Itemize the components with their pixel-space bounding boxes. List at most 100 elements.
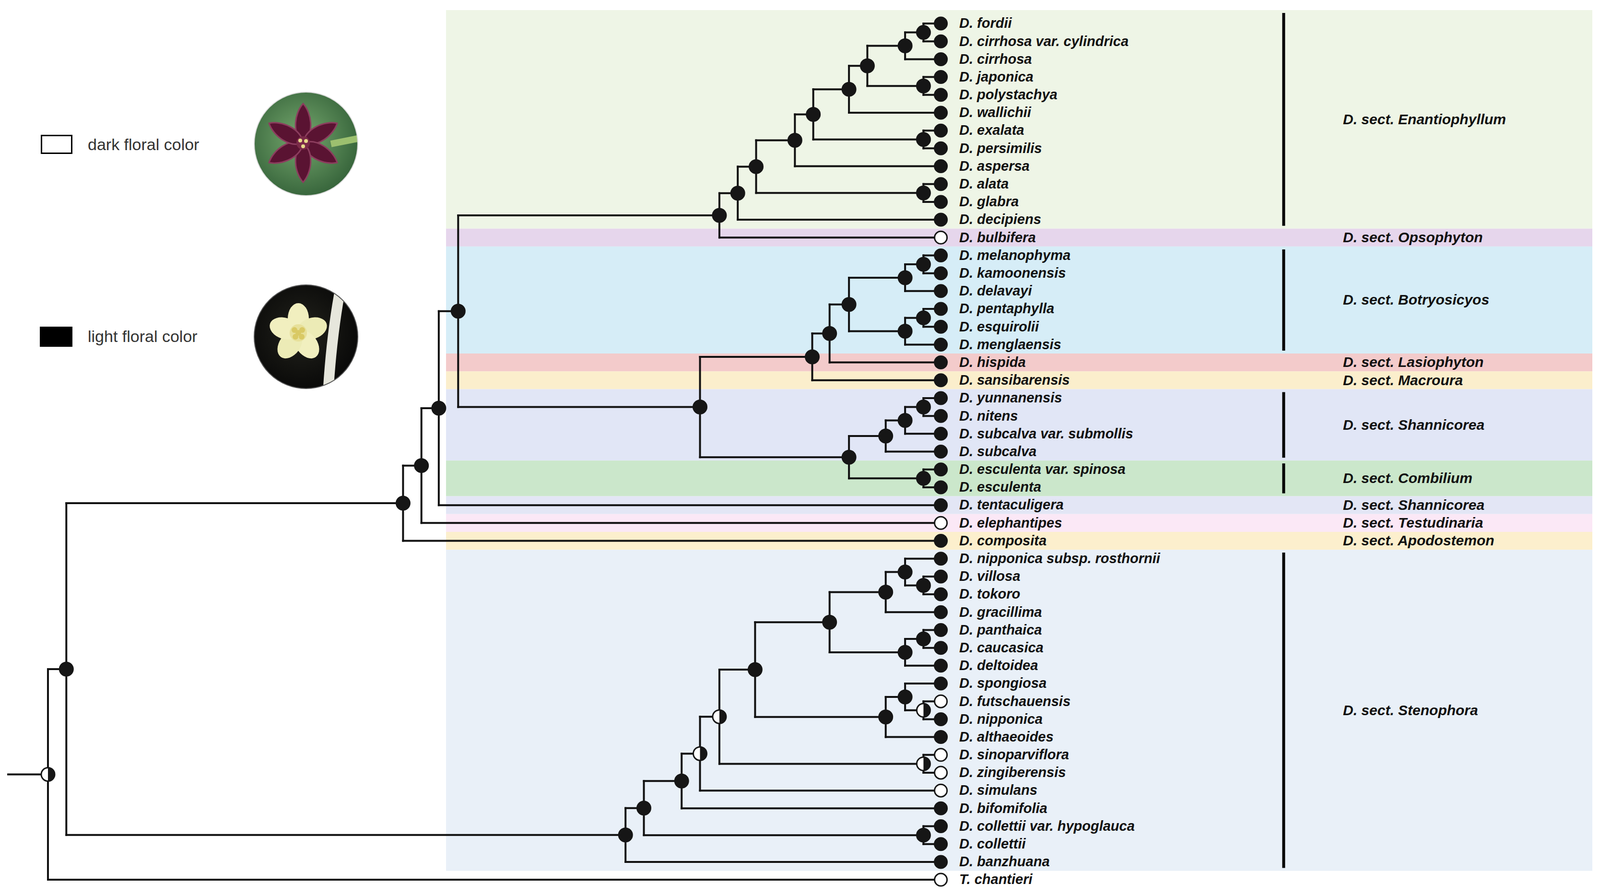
section-band: D. sansibarensisD. sect. Macroura [446,371,1593,389]
state-dot [898,324,912,339]
state-dot [934,284,948,298]
state-dot-circle [934,659,948,672]
state-dot-circle [934,70,948,84]
tree-branch [700,355,813,358]
state-dot [934,445,948,459]
state-dot [934,106,948,119]
state-dot [396,496,410,510]
state-dot-circle [934,88,948,102]
state-dot-circle [934,801,948,815]
state-dot [934,409,948,423]
state-dot [934,837,948,851]
tree-branch [848,477,924,480]
tree-branch [848,276,906,279]
species-label: D. simulans [959,782,1038,799]
species-label: D. nitens [959,408,1018,424]
state-dot-half [923,703,930,718]
section-bracket [1282,391,1285,458]
state-dot [674,774,689,788]
state-dot-circle [934,195,948,209]
state-dot [934,17,948,30]
state-dot-circle [934,463,948,476]
species-label: D. esquirolii [959,318,1039,335]
state-dot [934,873,948,886]
species-label: D. glabra [959,193,1019,210]
state-dot-circle [934,106,948,119]
state-dot [693,746,707,761]
species-label: D. tokoro [959,586,1021,602]
state-dot [934,70,948,84]
section-bracket [1282,249,1285,351]
section-label: D. sect. Stenophora [1342,702,1479,719]
state-dot-circle [636,801,651,815]
section-bracket [1282,12,1285,226]
state-dot [41,767,55,782]
tree-branch [458,214,720,217]
species-label: D. yunnanensis [959,389,1062,406]
state-dot-circle [934,552,948,565]
state-dot [879,585,893,599]
state-dot [934,481,948,494]
species-label: D. sinoparviflora [959,746,1070,763]
state-dot [898,645,912,659]
state-dot-circle [41,767,55,782]
state-dot-half [47,767,55,782]
species-label: D. polystachya [959,86,1058,103]
state-dot-circle [805,350,820,364]
species-label: D. wallichii [959,104,1032,121]
state-dot-circle [934,855,948,869]
state-dot-circle [823,326,837,341]
state-dot [898,413,912,427]
state-dot-circle [934,694,948,708]
state-dot-circle [674,774,689,788]
state-dot-circle [934,52,948,66]
species-label: D. bulbifera [959,229,1036,246]
state-dot-circle [934,427,948,440]
species-label: D. composita [959,532,1047,549]
section-bracket [1282,552,1285,868]
species-label: D. tentaculigera [959,496,1064,513]
state-dot [934,195,948,209]
species-label: D. zingiberensis [959,764,1066,781]
section-label: D. sect. Testudinaria [1342,514,1483,532]
species-label: T. chantieri [959,871,1033,888]
state-dot-circle [934,374,948,387]
section-band: D. nipponica subsp. rosthorniiD. villosa… [446,549,1593,871]
tree-branch [438,504,942,506]
species-label: D. aspersa [959,158,1030,175]
state-dot-half [719,709,727,724]
state-dot-circle [934,641,948,655]
state-dot-circle [712,709,727,724]
state-dot-circle [934,623,948,636]
state-dot [934,820,948,833]
state-dot [934,659,948,672]
state-dot-circle [934,391,948,405]
state-dot [823,326,837,341]
state-dot-circle [934,605,948,619]
state-dot [934,177,948,191]
state-dot-circle [934,177,948,191]
state-dot-circle [934,338,948,351]
species-label: D. menglaensis [959,336,1062,353]
state-dot [934,124,948,137]
state-dot-circle [879,585,893,599]
state-dot [432,401,446,415]
state-dot-circle [842,82,856,96]
state-dot-half [700,746,707,761]
tree-branch [829,361,942,364]
state-dot [934,730,948,744]
state-dot [806,107,821,121]
section-band: D. elephantipesD. sect. Testudinaria [446,514,1593,532]
species-label: D. japonica [959,69,1034,85]
state-dot [749,159,764,174]
state-dot-circle [748,662,762,677]
state-dot [712,208,727,223]
band-ground [446,371,1593,389]
state-dot-circle [934,481,948,494]
tree-branch [737,218,941,221]
state-dot-circle [432,401,446,415]
state-dot-circle [898,38,912,53]
state-dot-circle [59,662,73,676]
state-dot-circle [730,186,745,200]
